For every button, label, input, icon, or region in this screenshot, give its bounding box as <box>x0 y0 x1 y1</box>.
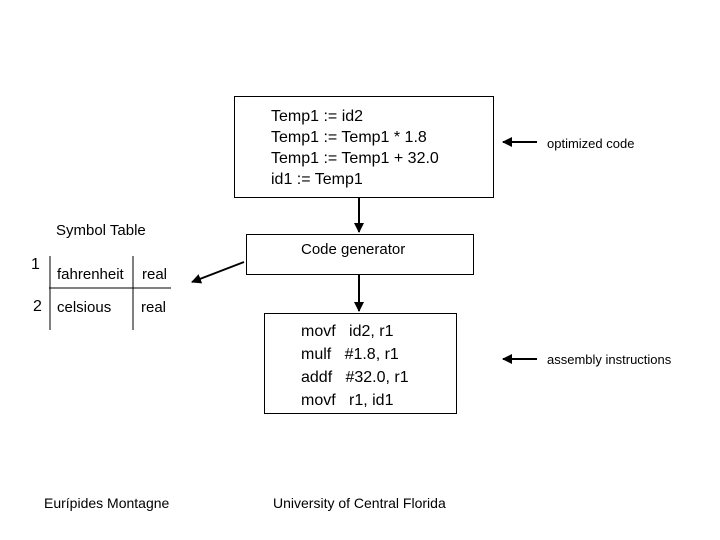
symbol-table-row-2-type: real <box>141 299 167 316</box>
symbol-table-row-1-type: real <box>142 266 168 283</box>
code-generator-label: Code generator <box>301 241 406 258</box>
assembly-annotation: assembly instructions <box>547 352 672 367</box>
optimized-code-line-2: Temp1 := Temp1 * 1.8 <box>271 129 427 146</box>
optimized-code-line-4: id1 := Temp1 <box>271 171 363 188</box>
code-generator-box: Code generator <box>246 234 474 275</box>
assembly-line-1: movf id2, r1 <box>301 323 394 340</box>
optimized-code-line-3: Temp1 := Temp1 + 32.0 <box>271 150 439 167</box>
footer-author: Eurípides Montagne <box>44 495 170 511</box>
optimized-code-box: Temp1 := id2 Temp1 := Temp1 * 1.8 Temp1 … <box>234 96 494 198</box>
arrow-generator-to-symbol-table <box>191 261 245 284</box>
optimized-code-line-1: Temp1 := id2 <box>271 108 364 125</box>
symbol-table-row-1-name: fahrenheit <box>57 266 124 283</box>
symbol-table-row-2-index: 2 <box>33 298 42 315</box>
symbol-table-row-1-index: 1 <box>31 256 40 273</box>
symbol-table-title: Symbol Table <box>56 222 146 239</box>
assembly-line-4: movf r1, id1 <box>301 392 394 409</box>
assembly-line-2: mulf #1.8, r1 <box>301 346 399 363</box>
assembly-box: movf id2, r1 mulf #1.8, r1 addf #32.0, r… <box>264 313 457 414</box>
optimized-code-annotation: optimized code <box>547 136 635 151</box>
symbol-table-row-2-name: celsious <box>57 299 112 316</box>
assembly-line-3: addf #32.0, r1 <box>301 369 409 386</box>
footer-institution: University of Central Florida <box>273 495 446 511</box>
